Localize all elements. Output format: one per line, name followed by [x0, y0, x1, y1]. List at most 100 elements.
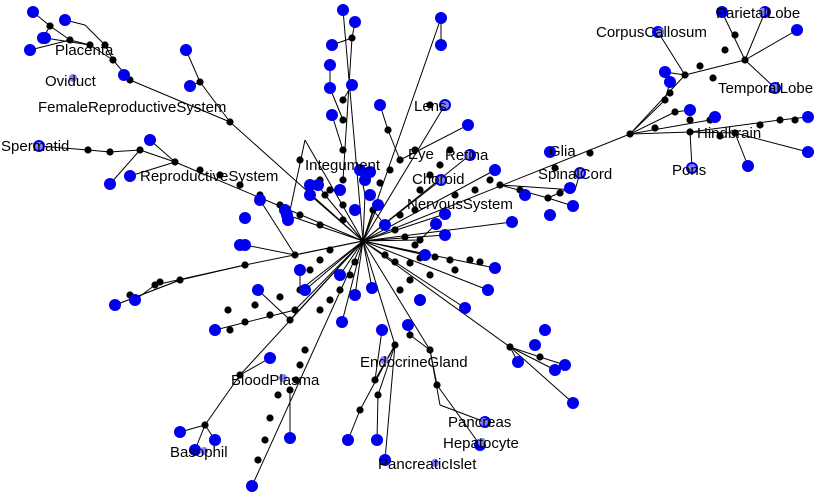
internal-node	[176, 276, 184, 284]
leaf-node	[376, 324, 388, 336]
leaf-node	[324, 59, 336, 71]
label-basophil: Basophil	[170, 444, 228, 461]
graph-edge	[257, 289, 291, 321]
label-hindbrain: Hindbrain	[697, 125, 761, 142]
leaf-node	[27, 6, 39, 18]
label-eye: Eye	[408, 146, 434, 163]
leaf-node	[742, 160, 754, 172]
graph-edge	[362, 240, 396, 346]
leaf-node	[489, 164, 501, 176]
internal-node	[731, 31, 739, 39]
internal-node	[196, 166, 204, 174]
leaf-node	[189, 444, 201, 456]
graph-edge	[342, 37, 353, 181]
internal-node	[433, 381, 441, 389]
graph-edge	[744, 29, 798, 61]
internal-node	[241, 318, 249, 326]
graph-edge	[684, 59, 746, 76]
graph-edge	[109, 149, 141, 153]
leaf-node	[349, 289, 361, 301]
internal-node	[426, 101, 434, 109]
graph-edge	[399, 124, 469, 161]
graph-edge	[139, 149, 176, 163]
graph-nodes	[24, 4, 814, 492]
internal-node	[626, 130, 634, 138]
leaf-node	[124, 170, 136, 182]
internal-node	[411, 206, 419, 214]
internal-node	[391, 341, 399, 349]
label-spinal-cord: SpinalCord	[538, 166, 612, 183]
leaf-node	[129, 294, 141, 306]
leaf-node	[264, 352, 276, 364]
internal-node	[756, 121, 764, 129]
graph-edge	[429, 349, 438, 386]
internal-node	[721, 46, 729, 54]
leaf-node	[354, 164, 366, 176]
leaf-node	[294, 264, 306, 276]
leaf-node	[564, 182, 576, 194]
internal-node	[586, 149, 594, 157]
leaf-node	[439, 229, 451, 241]
graph-edge	[377, 344, 396, 396]
leaf-node	[184, 80, 196, 92]
internal-node	[276, 293, 284, 301]
leaf-node	[209, 324, 221, 336]
internal-node	[336, 286, 344, 294]
leaf-node	[371, 434, 383, 446]
graph-edge	[341, 240, 364, 323]
internal-node	[84, 146, 92, 154]
graph-edge	[214, 309, 296, 331]
leaf-node	[549, 364, 561, 376]
labeled-node	[279, 374, 287, 382]
label-pons: Pons	[672, 162, 706, 179]
internal-node	[316, 306, 324, 314]
internal-node	[106, 148, 114, 156]
internal-node	[686, 116, 694, 124]
label-temporal-lobe: TemporalLobe	[718, 80, 813, 97]
graph-edge	[129, 161, 176, 177]
leaf-node	[104, 178, 116, 190]
internal-node	[381, 251, 389, 259]
label-retina: Retina	[445, 147, 489, 164]
internal-node	[391, 258, 399, 266]
graph-edge	[509, 346, 574, 404]
leaf-node	[304, 179, 316, 191]
internal-node	[296, 211, 304, 219]
leaf-node	[346, 79, 358, 91]
graph-edge	[331, 114, 344, 151]
labeled-node	[431, 459, 439, 467]
internal-node	[321, 191, 329, 199]
graph-edge	[129, 79, 231, 123]
leaf-node	[459, 302, 471, 314]
internal-node	[411, 146, 419, 154]
leaf-node	[324, 82, 336, 94]
internal-node	[291, 251, 299, 259]
leaf-node	[372, 199, 384, 211]
graph-edge	[362, 133, 631, 242]
internal-node	[266, 311, 274, 319]
leaf-node	[414, 294, 426, 306]
internal-node	[544, 194, 552, 202]
leaf-node	[664, 76, 676, 88]
graph-edge	[251, 240, 364, 487]
internal-node	[316, 256, 324, 264]
graph-edge	[362, 240, 373, 289]
internal-node	[326, 186, 334, 194]
internal-node	[171, 158, 179, 166]
internal-node	[496, 181, 504, 189]
graph-edge	[239, 240, 364, 376]
graph-edge	[362, 221, 513, 242]
internal-node	[266, 414, 274, 422]
graph-edge	[362, 239, 421, 242]
leaf-node	[489, 262, 501, 274]
leaf-node	[716, 6, 728, 18]
leaf-node	[279, 204, 291, 216]
internal-node	[86, 41, 94, 49]
internal-node	[471, 186, 479, 194]
graph-edge	[339, 240, 364, 276]
label-female-reproductive-system: FemaleReproductiveSystem	[38, 99, 226, 116]
internal-node	[226, 118, 234, 126]
graph-edge	[304, 240, 364, 291]
leaf-node	[349, 204, 361, 216]
graph-edge	[304, 139, 364, 242]
